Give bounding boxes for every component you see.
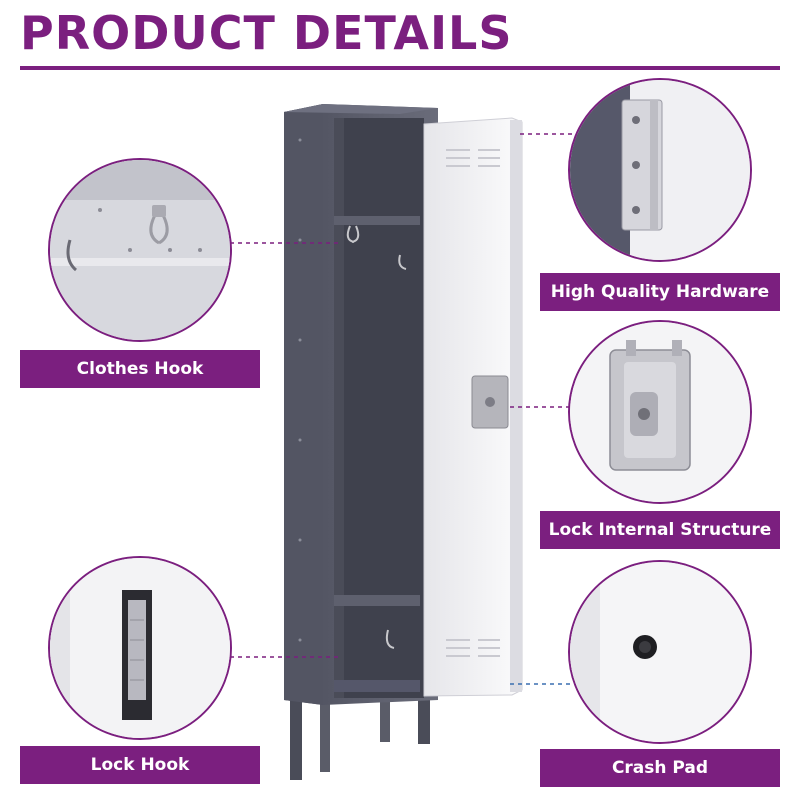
label-clothes-hook: Clothes Hook <box>20 350 260 388</box>
connector-lines <box>230 133 580 685</box>
page-title: PRODUCT DETAILS <box>20 6 513 60</box>
title-underline <box>20 66 780 70</box>
detail-circle-crash-pad <box>568 560 752 744</box>
locker-illustration <box>284 104 523 780</box>
label-lock-internal-structure: Lock Internal Structure <box>540 511 780 549</box>
detail-circle-hardware <box>568 78 752 262</box>
label-high-quality-hardware: High Quality Hardware <box>540 273 780 311</box>
label-lock-hook: Lock Hook <box>20 746 260 784</box>
detail-circle-clothes-hook <box>48 158 232 342</box>
detail-circle-lock-internal <box>568 320 752 504</box>
detail-circle-lock-hook <box>48 556 232 740</box>
label-crash-pad: Crash Pad <box>540 749 780 787</box>
